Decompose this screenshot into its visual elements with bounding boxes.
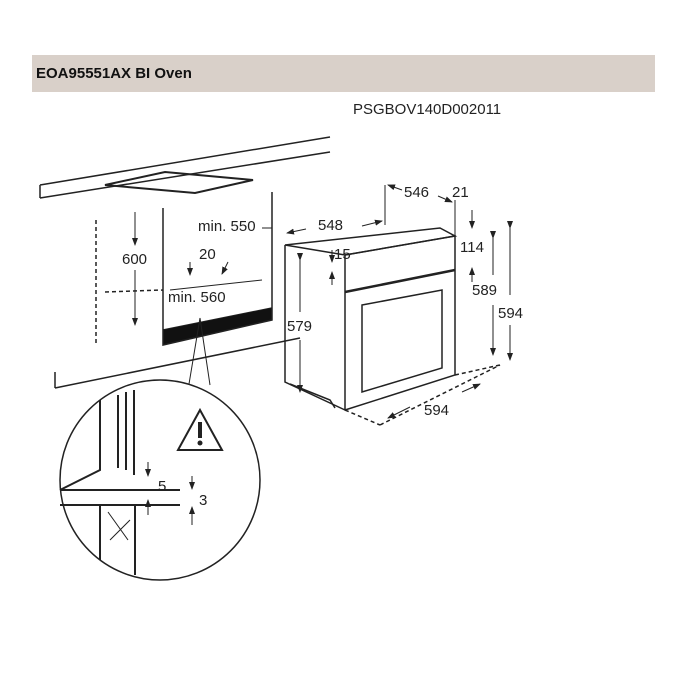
dim-depth-548: 548 xyxy=(318,217,343,234)
title-bar: EOA95551AX BI Oven xyxy=(32,55,655,92)
dim-detail-5: 5 xyxy=(158,478,166,495)
dim-front-21: 21 xyxy=(452,184,469,201)
dim-gap-20: 20 xyxy=(199,246,216,263)
dim-height-589: 589 xyxy=(472,282,497,299)
dim-width-594: 594 xyxy=(424,402,449,419)
document-code: PSGBOV140D002011 xyxy=(353,101,502,118)
cabinet-drawing xyxy=(39,136,501,426)
dim-height-594: 594 xyxy=(498,305,523,322)
dim-top-15: 15 xyxy=(334,246,351,263)
dimension-lines xyxy=(132,184,513,419)
dim-panel-114: 114 xyxy=(460,239,484,256)
detail-circle: 5 3 xyxy=(59,379,261,581)
warning-triangle-icon xyxy=(176,407,224,451)
dim-cabinet-height: 600 xyxy=(122,251,147,268)
dim-depth-546: 546 xyxy=(404,184,429,201)
dim-side-579: 579 xyxy=(287,318,312,335)
product-title: EOA95551AX BI Oven xyxy=(36,65,192,82)
dim-min-depth: min. 560 xyxy=(168,289,226,306)
dim-min-width: min. 550 xyxy=(198,218,256,235)
dim-detail-3: 3 xyxy=(199,492,207,509)
